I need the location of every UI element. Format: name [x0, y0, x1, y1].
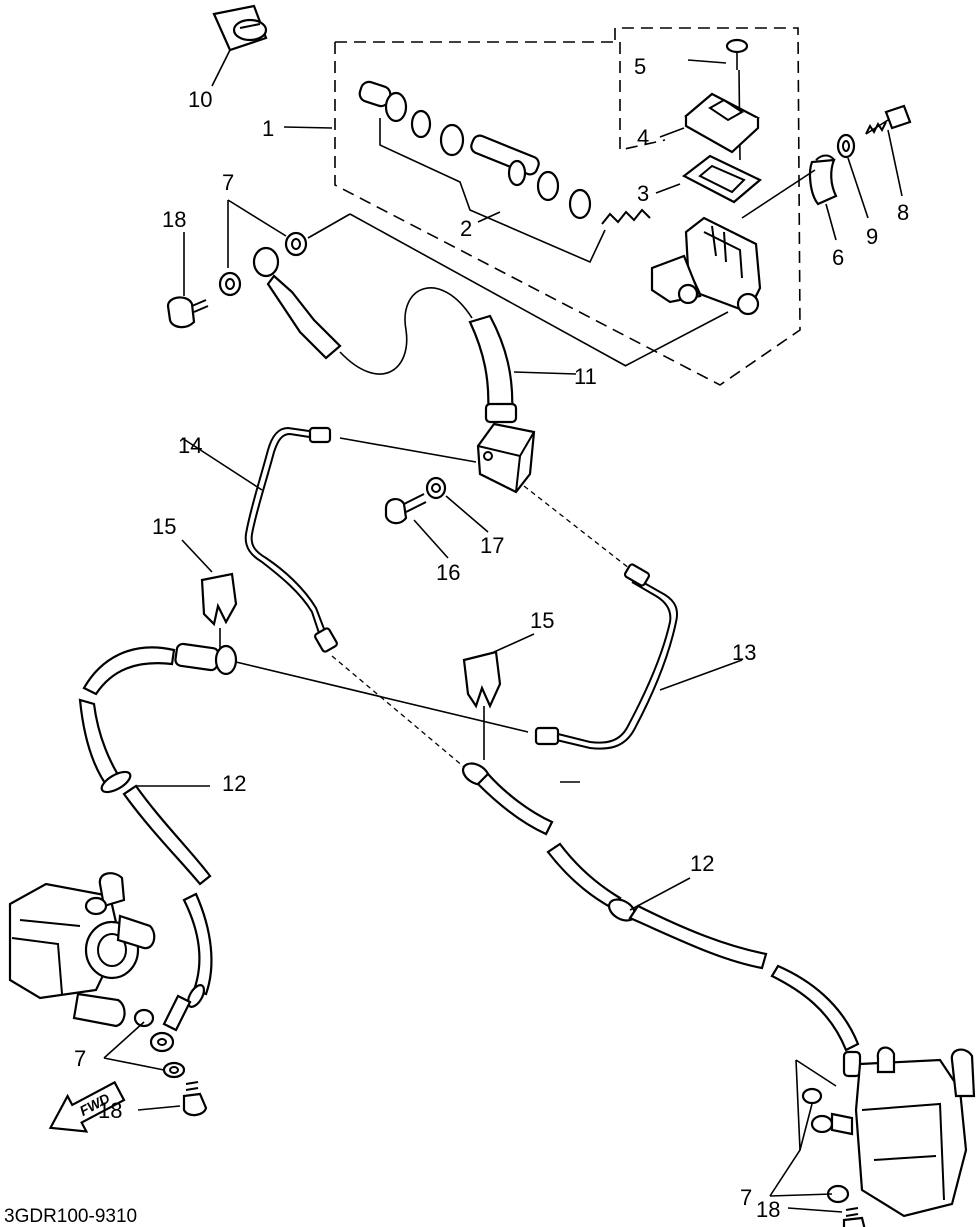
callout-1: 1	[262, 116, 274, 141]
drawing-code: 3GDR100-9310	[4, 1206, 137, 1227]
callout-5: 5	[634, 54, 646, 79]
callout-14: 14	[178, 433, 202, 458]
callout-18-top: 18	[162, 207, 186, 232]
reservoir-cap-part-4	[659, 92, 760, 154]
washer-part-9	[836, 133, 869, 219]
brake-pipe-part-13	[534, 563, 743, 750]
callout-2: 2	[460, 216, 472, 241]
brake-pipe-part-14	[181, 426, 338, 653]
callout-7-left: 7	[74, 1046, 86, 1071]
brake-hose-part-12-right	[331, 655, 862, 1078]
callout-17: 17	[480, 533, 504, 558]
hose-part-11	[339, 287, 577, 424]
master-cylinder-body	[624, 216, 762, 367]
callout-18-left: 18	[98, 1098, 122, 1123]
callout-8: 8	[897, 200, 909, 225]
callout-16: 16	[436, 560, 460, 585]
callout-10: 10	[188, 87, 212, 112]
callout-4: 4	[637, 125, 649, 150]
boot-part-10	[211, 4, 268, 87]
callout-3: 3	[637, 181, 649, 206]
diaphragm-part-3	[655, 154, 763, 204]
brake-caliper-left	[8, 872, 208, 1117]
callout-18-right: 18	[756, 1197, 780, 1222]
callout-12-right: 12	[690, 851, 714, 876]
brake-hose-part-12-left	[78, 628, 529, 1053]
callout-7-top: 7	[222, 170, 234, 195]
callout-15-right: 15	[530, 608, 554, 633]
callout-9: 9	[866, 224, 878, 249]
clip-part-15-right	[462, 633, 535, 760]
callout-13: 13	[732, 640, 756, 665]
holder-part-6	[741, 154, 838, 241]
leader-lines	[283, 126, 580, 783]
master-cylinder-kit-outline	[334, 27, 801, 386]
callout-6: 6	[832, 245, 844, 270]
piston-assembly-part-2	[358, 80, 651, 264]
callout-15-left: 15	[152, 514, 176, 539]
brake-joint	[339, 422, 635, 573]
clip-part-15-left	[181, 539, 238, 627]
brake-caliper-right	[769, 1046, 976, 1227]
upper-banjo-fittings	[218, 199, 627, 367]
bolt-part-16	[384, 493, 449, 559]
washer-part-17	[425, 476, 489, 533]
callout-labels: 10 1 2 5 4 3 6 9 8 7 18 11 14 17 16 15 1…	[74, 54, 909, 1222]
callout-11: 11	[574, 364, 597, 389]
bolt-part-18-top	[166, 232, 209, 329]
callout-7-right: 7	[740, 1185, 752, 1210]
callout-12-left: 12	[222, 771, 246, 796]
bolt-part-8	[865, 104, 912, 197]
